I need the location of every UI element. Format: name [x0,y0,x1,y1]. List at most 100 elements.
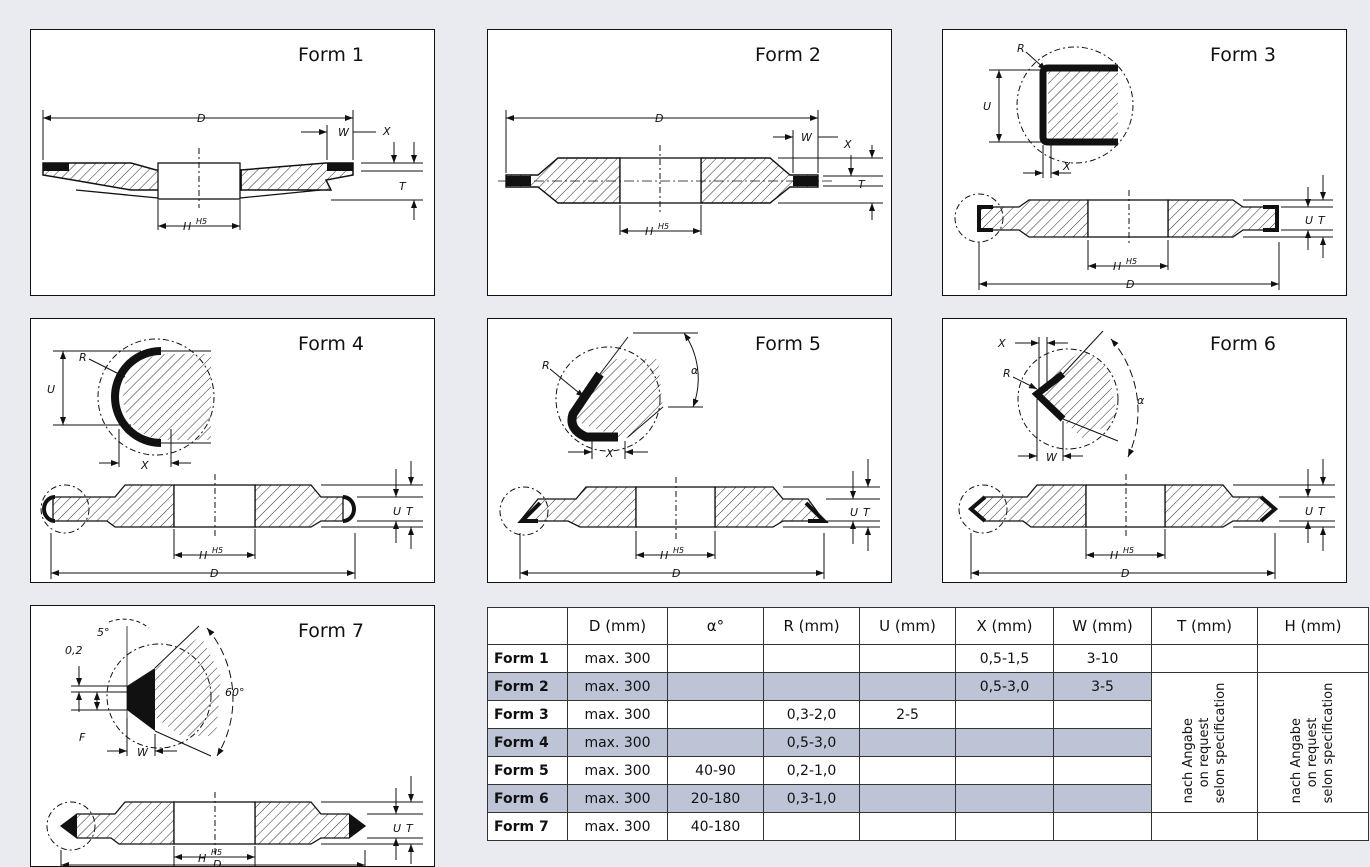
form-5-label-alpha: α [691,364,699,377]
cell-h [1257,644,1369,673]
form-6-label-alpha: α [1137,394,1145,407]
header-cell [487,607,568,645]
form-3-label-u: U [983,100,991,113]
header-cell: X (mm) [955,607,1054,645]
form-1-label-x: X [382,125,391,138]
form-4-label-u: U [47,383,55,396]
form-1-panel: Form 1 D W X T H H5 [30,29,435,296]
header-cell: α° [667,607,764,645]
cell-r: 0,5-3,0 [763,728,860,757]
form-1-label-d: D [197,112,205,125]
form-3-label-d: D [1126,278,1134,291]
cell-r [763,644,860,673]
cell-w [1053,700,1152,729]
form-3-label-r: R [1017,42,1025,55]
form-7-label-h: H [198,852,206,865]
cell-d: max. 300 [567,700,668,729]
table-row: Form 3 max. 300 0,3-2,0 2-5 [487,700,1369,729]
cell-x: 0,5-3,0 [955,672,1054,701]
row-label: Form 4 [487,728,568,757]
form-6-label-t: T [1318,505,1326,518]
form-6-label-h: H [1110,549,1118,562]
cell-d: max. 300 [567,644,668,673]
cell-w [1053,784,1152,813]
form-6-label-w: W [1046,451,1058,464]
form-7-label-02: 0,2 [65,644,83,657]
form-5-title: Form 5 [755,333,821,355]
header-cell: U (mm) [859,607,956,645]
cell-u [859,644,956,673]
form-1-drawing: D W X T H H5 [42,110,423,233]
form-5-label-h: H [660,549,668,562]
header-cell: R (mm) [763,607,860,645]
cell-u [859,784,956,813]
cell-r [763,672,860,701]
table-row: Form 7 max. 300 40-180 [487,812,1369,841]
table-row: Form 1 max. 300 0,5-1,5 3-10 [487,644,1369,673]
cell-alpha: 40-180 [667,812,764,841]
form-6-label-d: D [1121,567,1129,580]
cell-r: 0,3-2,0 [763,700,860,729]
form-7-label-d: D [213,858,221,867]
form-7-label-u: U [393,822,401,835]
form-3-label-x: X [1062,160,1071,173]
form-6-label-u: U [1305,505,1313,518]
cell-w [1053,756,1152,785]
form-1-label-t: T [399,180,407,193]
form-3-label-h5: H5 [1126,257,1137,266]
cell-t [1151,812,1258,841]
cell-d: max. 300 [567,756,668,785]
form-2-panel: Form 2 D W X T H H5 [487,29,892,296]
cell-t-note: nach Angabe on request selon specificati… [1151,672,1258,813]
table-header-row: D (mm) α° R (mm) U (mm) X (mm) W (mm) T … [487,607,1369,645]
row-label: Form 7 [487,812,568,841]
form-4-label-x: X [140,459,149,472]
form-4-panel: Form 4 U R X U T H [30,318,435,583]
cell-alpha [667,672,764,701]
cell-d: max. 300 [567,728,668,757]
form-5-label-x: X [605,447,614,460]
cell-x [955,700,1054,729]
form-1-label-h5: H5 [196,217,207,226]
cell-t [1151,644,1258,673]
form-7-label-t: T [406,822,414,835]
cell-u [859,672,956,701]
cell-w [1053,728,1152,757]
cell-u [859,728,956,757]
form-2-label-t: T [858,178,866,191]
form-2-label-x: X [843,138,852,151]
form-7-label-5deg: 5° [97,626,110,639]
cell-alpha [667,728,764,757]
form-6-panel: Form 6 α R X W U T [942,318,1347,583]
table-row: Form 2 max. 300 0,5-3,0 3-5 nach Angabe … [487,672,1369,813]
specification-table: D (mm) α° R (mm) U (mm) X (mm) W (mm) T … [487,607,1369,841]
cell-alpha: 20-180 [667,784,764,813]
form-4-label-h5: H5 [212,546,223,555]
cell-x [955,756,1054,785]
cell-h-note: nach Angabe on request selon specificati… [1257,672,1369,813]
cell-x: 0,5-1,5 [955,644,1054,673]
form-2-label-h: H [645,225,653,238]
form-2-drawing: D W X T H H5 [498,110,883,238]
form-3-title: Form 3 [1210,44,1276,66]
header-cell: D (mm) [567,607,668,645]
form-4-drawing: U R X U T H H5 D [40,338,423,580]
form-3-label-t: T [1318,214,1326,227]
form-2-label-h5: H5 [658,222,669,231]
cell-x [955,728,1054,757]
form-7-panel: Form 7 60° 5° 0,2 F W [30,605,435,867]
form-1-title: Form 1 [298,44,364,66]
form-6-title: Form 6 [1210,333,1276,355]
cell-alpha [667,644,764,673]
form-7-label-h5: H5 [211,848,222,857]
form-5-label-h5: H5 [673,546,684,555]
form-7-drawing: 60° 5° 0,2 F W U T H [46,618,423,867]
header-cell: T (mm) [1151,607,1258,645]
t-note: nach Angabe on request selon specificati… [1180,682,1228,803]
form-3-panel: Form 3 U R X U T H H5 [942,29,1347,296]
row-label: Form 1 [487,644,568,673]
table-row: Form 6 max. 300 20-180 0,3-1,0 [487,784,1369,813]
form-2-label-w: W [801,131,813,144]
cell-r: 0,3-1,0 [763,784,860,813]
form-2-label-d: D [655,112,663,125]
